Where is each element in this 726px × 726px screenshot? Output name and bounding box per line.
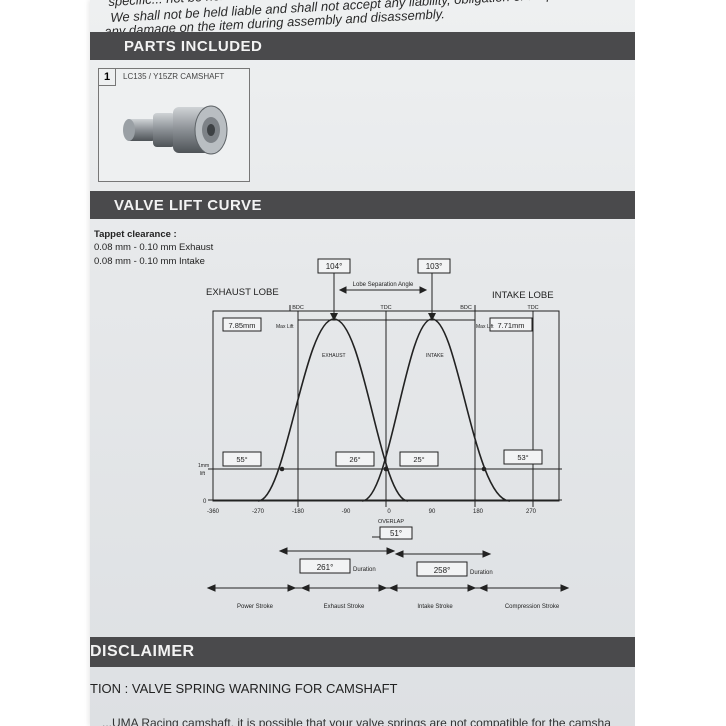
part-item-1: 1 LC135 / Y15ZR CAMSHAFT (98, 68, 250, 182)
tick-minus-180: -180 (292, 509, 305, 515)
parts-included-header: PARTS INCLUDED (90, 32, 635, 60)
y-axis-lift: lift (200, 471, 206, 477)
intake-curve (361, 318, 511, 502)
valve-lift-diagram: 104° 103° Lobe Separation Angle EXHAUST … (198, 258, 570, 610)
y-axis-1mm: 1mm (198, 463, 209, 469)
exhaust-close-degree: 26° (349, 455, 360, 464)
intake-stroke-label: Intake Stroke (417, 604, 453, 610)
exhaust-duration-label: Duration (353, 567, 376, 573)
bdc-right-label: BDC (460, 305, 472, 311)
intake-max-lift-label: Max Lift (476, 324, 494, 330)
exhaust-max-lift-label: Max Lift (276, 324, 294, 330)
tick-minus-90: -90 (342, 509, 351, 515)
tick-0: 0 (387, 509, 391, 515)
intake-open-degree: 25° (413, 455, 424, 464)
exhaust-stroke-label: Exhaust Stroke (324, 604, 365, 610)
intake-close-degree: 53° (517, 453, 528, 462)
part-item-label: LC135 / Y15ZR CAMSHAFT (123, 72, 225, 81)
exhaust-max-lift-value: 7.85mm (228, 321, 255, 330)
disclaimer-body: ...UMA Racing camshaft, it is possible t… (102, 716, 611, 726)
tick-minus-360: -360 (207, 509, 220, 515)
intake-peak-degree: 103° (426, 262, 443, 271)
power-stroke-label: Power Stroke (237, 604, 274, 610)
instruction-sheet: specific... not be held liable and shall… (90, 0, 635, 726)
disclaimer-title: DISCLAIMER (90, 643, 195, 660)
overlap-degree: 51° (390, 529, 402, 538)
tick-minus-270: -270 (252, 509, 265, 515)
tdc-mid-label: TDC (380, 305, 391, 311)
bdc-left-label: BDC (292, 305, 304, 311)
overlap-label: OVERLAP (378, 519, 404, 525)
compression-stroke-label: Compression Stroke (505, 604, 560, 610)
exhaust-peak-degree: 104° (326, 262, 343, 271)
intake-duration-degree: 258° (434, 566, 451, 575)
tappet-clearance-title: Tappet clearance : (94, 229, 177, 240)
y-axis-zero: 0 (203, 499, 207, 505)
intake-curve-label: INTAKE (426, 353, 444, 359)
tappet-exhaust: 0.08 mm - 0.10 mm Exhaust (94, 242, 214, 253)
valve-lift-header: VALVE LIFT CURVE (90, 191, 635, 219)
camshaft-image (123, 105, 228, 155)
intake-duration-label: Duration (470, 570, 493, 576)
tdc-right-label: TDC (527, 305, 538, 311)
tick-180: 180 (473, 509, 484, 515)
disclaimer-header: DISCLAIMER (90, 637, 635, 667)
intake-lobe-label: INTAKE LOBE (492, 290, 554, 301)
exhaust-curve-label: EXHAUST (322, 353, 346, 359)
intake-max-lift-value: 7.71mm (497, 321, 524, 330)
tappet-intake: 0.08 mm - 0.10 mm Intake (94, 256, 205, 267)
lobe-separation-label: Lobe Separation Angle (353, 282, 414, 288)
caution-text: TION : VALVE SPRING WARNING FOR CAMSHAFT (90, 681, 398, 696)
tick-90: 90 (429, 509, 436, 515)
exhaust-open-degree: 55° (236, 455, 247, 464)
exhaust-lobe-label: EXHAUST LOBE (206, 287, 279, 298)
exhaust-duration-degree: 261° (317, 563, 334, 572)
parts-included-title: PARTS INCLUDED (124, 38, 263, 55)
valve-lift-title: VALVE LIFT CURVE (114, 197, 263, 214)
part-item-number: 1 (99, 69, 116, 86)
background-surface (635, 0, 726, 726)
tick-270: 270 (526, 509, 537, 515)
